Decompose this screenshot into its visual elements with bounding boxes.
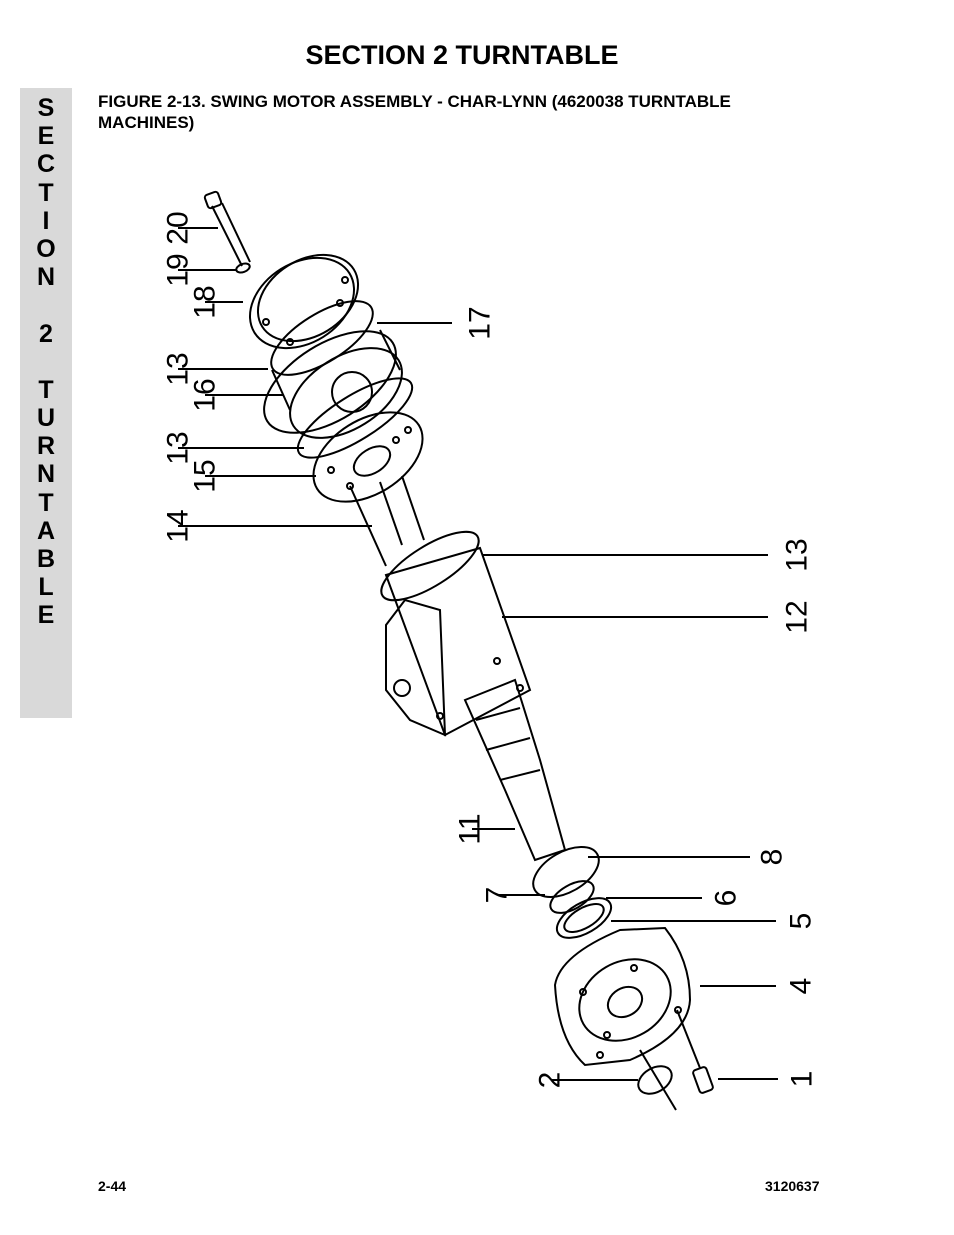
callout-label-13: 13 [162,431,195,464]
callout-label-8: 8 [756,849,789,866]
callout-label-6: 6 [710,890,743,907]
callout-label-1: 1 [786,1071,819,1088]
callout-label-13: 13 [781,538,814,571]
side-tab-letter: E [37,601,55,630]
callout-label-7: 7 [481,887,514,904]
callout-label-18: 18 [189,285,222,318]
side-tab-letter: A [36,516,56,545]
page-number: 2-44 [98,1178,127,1194]
callout-label-5: 5 [785,913,818,930]
callout-label-20: 20 [162,211,195,244]
callout-label-19: 19 [162,253,195,286]
side-tab-letter: L [38,573,54,602]
side-tab-letter: T [38,178,54,207]
callout-label-17: 17 [464,306,497,339]
callout-label-11: 11 [454,813,487,844]
document-number: 3120637 [765,1178,820,1194]
side-tab-letter: N [36,263,56,292]
callout-label-4: 4 [785,978,818,995]
side-tab-letter: N [36,460,56,489]
side-tab-letter: R [36,432,56,461]
side-tab-letter: U [36,404,56,433]
figure-title: FIGURE 2-13. SWING MOTOR ASSEMBLY - CHAR… [98,92,731,132]
side-tab-letter: B [36,545,56,573]
callout-label-15: 15 [189,459,222,492]
side-tab-letter: E [37,122,55,151]
side-tab-letter: O [36,234,56,263]
side-tab-letter: I [42,206,50,235]
side-tab-letter: 2 [39,319,53,348]
callout-label-12: 12 [781,600,814,633]
section-title: SECTION 2 TURNTABLE [305,40,619,70]
side-tab-letter: S [37,94,55,122]
callout-label-2: 2 [534,1072,567,1089]
callout-label-14: 14 [162,509,195,542]
callout-label-13: 13 [162,352,195,385]
callout-label-16: 16 [189,378,222,411]
side-tab-letter: C [36,150,56,179]
side-tab-letter: T [38,375,54,404]
side-tab-letter: T [38,488,54,517]
